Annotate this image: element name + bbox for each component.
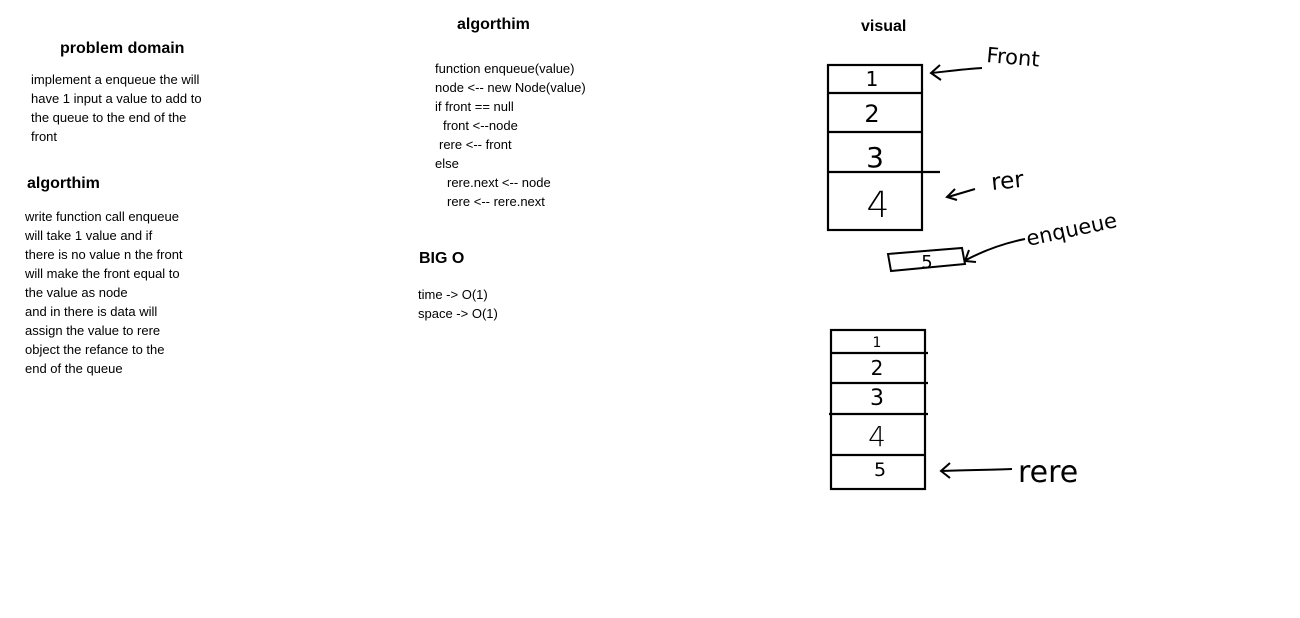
algorithm-left-line: write function call enqueue: [25, 209, 179, 224]
rer-arrow: [945, 188, 976, 201]
code-line: rere.next <-- node: [447, 175, 551, 190]
queue-after-cell-4: 4: [868, 420, 886, 453]
front-arrow: [929, 64, 983, 81]
rere-arrow: [939, 462, 1013, 479]
visual-heading: visual: [861, 18, 907, 35]
code-line: front <--node: [443, 118, 518, 133]
queue-before: [826, 63, 940, 232]
queue-before-cell-1: 1: [866, 67, 879, 91]
code-line: rere <-- front: [439, 137, 512, 152]
code-line: node <-- new Node(value): [435, 80, 586, 95]
queue-after-cell-5: 5: [874, 459, 886, 481]
algorithm-left-line: and in there is data will: [25, 304, 158, 319]
algorithm-left-line: assign the value to rere: [25, 323, 161, 338]
problem-domain-line: front: [31, 129, 58, 144]
algorithm-code-block: function enqueue(value) node <-- new Nod…: [435, 59, 586, 211]
algorithm-left-line: object the refance to the: [25, 342, 165, 357]
rer-label-before: rer: [990, 167, 1026, 196]
algorithm-left-line: the value as node: [25, 285, 128, 300]
new-node-box: [886, 246, 967, 273]
big-o-space: space -> O(1): [418, 306, 498, 321]
enqueue-arrow: [963, 238, 1026, 263]
code-line: rere <-- rere.next: [447, 194, 545, 209]
algorithm-left-line: there is no value n the front: [25, 247, 183, 262]
queue-before-cell-4: 4: [867, 185, 890, 226]
queue-after-cell-2: 2: [871, 356, 884, 380]
enqueue-label: enqueue: [1024, 208, 1119, 251]
queue-before-outline: [826, 63, 924, 232]
algorithm-left-line: will make the front equal to: [25, 266, 180, 281]
big-o-text: time -> O(1) space -> O(1): [418, 285, 498, 323]
code-line: function enqueue(value): [435, 61, 575, 76]
rere-label-after: rere: [1018, 455, 1078, 490]
big-o-heading: BIG O: [419, 250, 465, 267]
algorithm-left-line: end of the queue: [25, 361, 123, 376]
problem-domain-heading: problem domain: [60, 40, 185, 57]
queue-after-cell-1: 1: [873, 335, 882, 351]
queue-before-cell-2: 2: [864, 100, 879, 128]
algorithm-left-line: will take 1 value and if: [25, 228, 153, 243]
code-line: if front == null: [435, 99, 514, 114]
front-label: Front: [986, 43, 1041, 72]
queue-after-cell-3: 3: [870, 386, 884, 411]
queue-before-cell-3: 3: [866, 141, 884, 174]
code-line: else: [435, 156, 459, 171]
queue-after: [829, 328, 928, 491]
algorithm-left-heading: algorthim: [27, 175, 100, 192]
algorithm-code-heading: algorthim: [457, 16, 530, 33]
problem-domain-line: implement a enqueue the will: [31, 72, 200, 87]
problem-domain-text: implement a enqueue the will have 1 inpu…: [31, 70, 202, 146]
algorithm-left-text: write function call enqueue will take 1 …: [25, 207, 183, 378]
queue-after-outline: [829, 328, 927, 491]
big-o-time: time -> O(1): [418, 287, 488, 302]
new-node-value: 5: [921, 252, 932, 273]
problem-domain-line: have 1 input a value to add to: [31, 91, 202, 106]
problem-domain-line: the queue to the end of the: [31, 110, 187, 125]
